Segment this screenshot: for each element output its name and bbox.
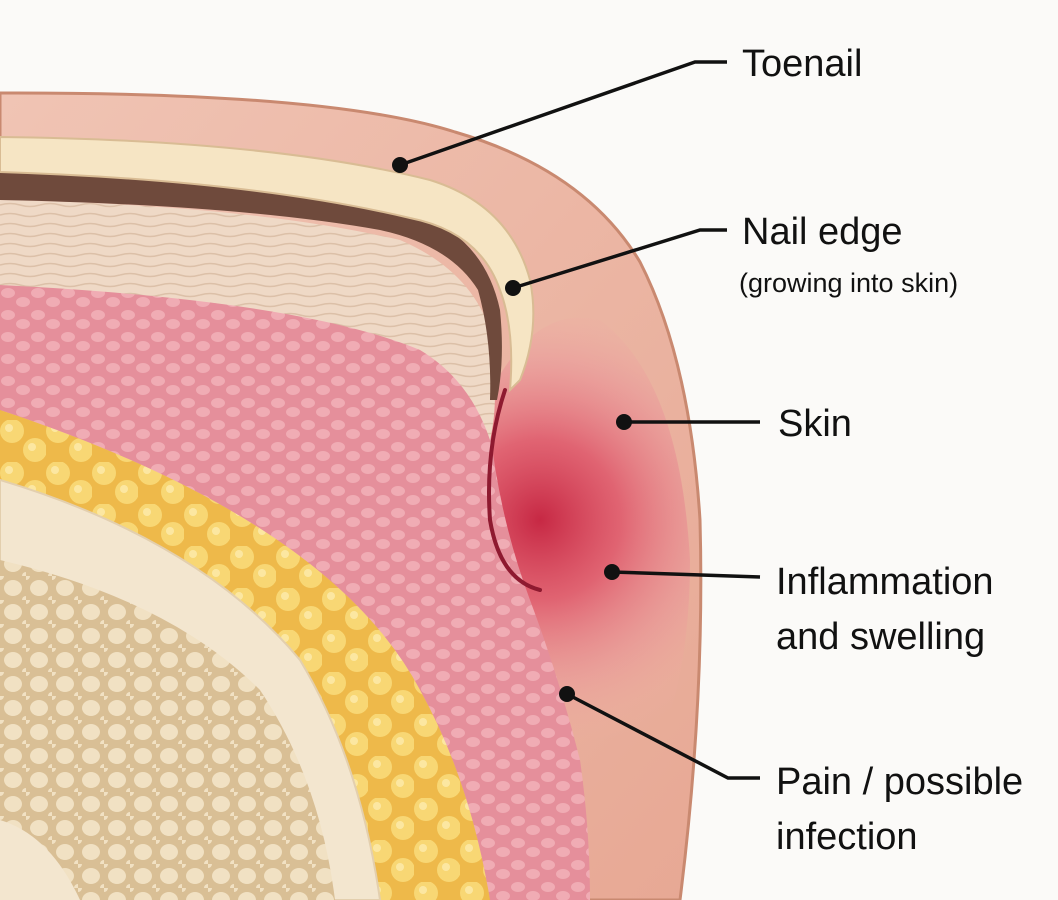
toenail-pointer-dot (392, 157, 408, 173)
label-pain-line2: infection (776, 816, 918, 858)
label-skin: Skin (778, 403, 852, 445)
leader-lines (399, 60, 761, 780)
bone-marrow (0, 560, 335, 900)
skin-fold-crease (487, 388, 542, 592)
nail-bed-line (0, 172, 502, 400)
inflammation-leader (611, 570, 761, 579)
label-nail-edge-note: (growing into skin) (739, 268, 959, 298)
fat-layer (0, 410, 490, 900)
leader-dots (392, 157, 632, 702)
label-inflammation-line1: Inflammation (776, 561, 994, 603)
pain-pointer-dot (559, 686, 575, 702)
label-toenail: Toenail (742, 43, 863, 85)
dermis-layer (0, 285, 590, 900)
toenail-plate (0, 135, 535, 393)
nail-bed (0, 200, 495, 440)
inflammation-pointer-dot (604, 564, 620, 580)
nail-edge-pointer-dot (505, 280, 521, 296)
label-inflammation-line2: and swelling (776, 616, 986, 658)
skin-pointer-dot (616, 414, 632, 430)
pain-leader (566, 692, 760, 780)
toenail-leader (399, 60, 727, 167)
label-pain-line1: Pain / possible (776, 761, 1024, 803)
label-nail-edge: Nail edge (742, 211, 903, 253)
nail-edge-leader (512, 228, 727, 290)
bone-inner-cortex (0, 820, 80, 900)
